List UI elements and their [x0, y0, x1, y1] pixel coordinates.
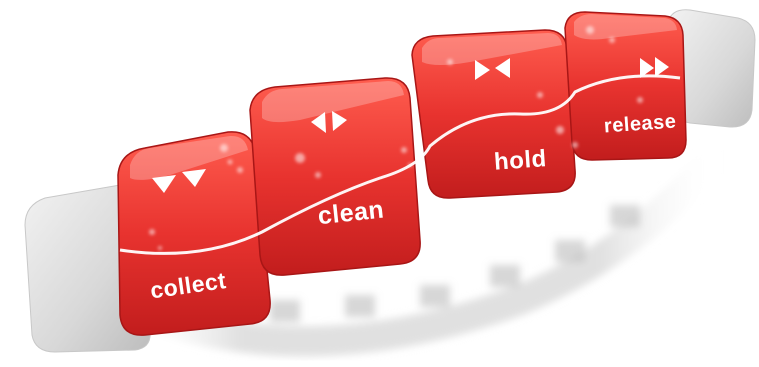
key-release [565, 12, 686, 160]
key-clean [250, 78, 420, 275]
key-hold [412, 30, 575, 198]
label-hold: hold [493, 145, 547, 176]
key-collect [118, 132, 270, 335]
